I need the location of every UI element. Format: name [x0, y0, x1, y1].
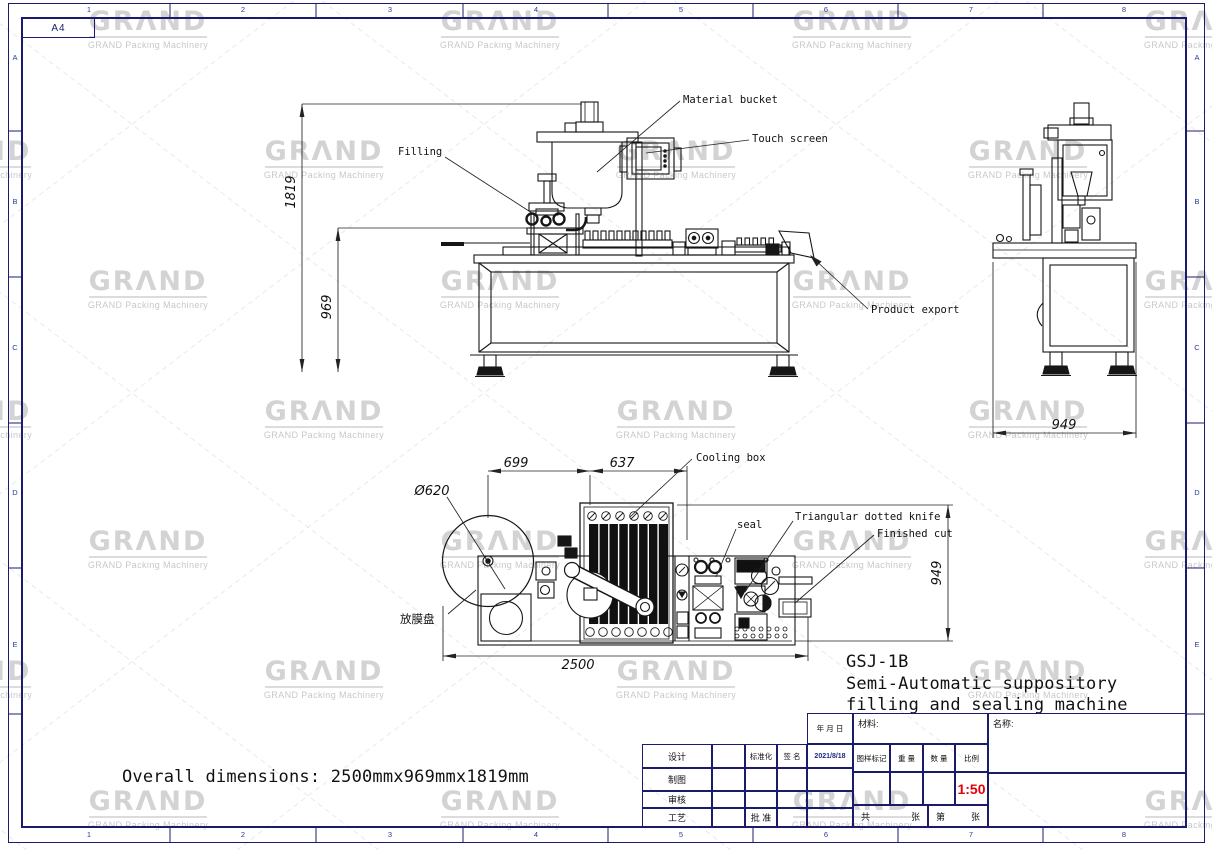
label-knife: Triangular dotted knife: [795, 511, 940, 523]
machine-model: GSJ-1B: [846, 652, 909, 672]
tb-scale-value: 1:50: [955, 772, 988, 805]
tb-drawing-mark-label: 图样标记: [853, 744, 890, 772]
tb-material-label: 材料:: [853, 713, 988, 744]
side-view: [992, 102, 1137, 377]
dim-969: 969: [320, 295, 335, 320]
zone-row-D: D: [12, 488, 18, 497]
zone-column-4: 4: [533, 5, 539, 14]
film-disc: [441, 514, 535, 608]
label-filling: Filling: [398, 146, 442, 158]
dim-disc-diameter: Ø620: [413, 484, 449, 499]
zone-row-C: C: [12, 343, 18, 352]
zone-row-B: B: [1194, 197, 1200, 206]
tb-name-label: 名称:: [988, 713, 1186, 773]
label-touch-screen: Touch screen: [752, 133, 828, 145]
dimension-lines: [299, 100, 1137, 661]
zone-column-1: 1: [86, 830, 92, 839]
label-product-export: Product export: [871, 304, 960, 316]
annotation-texts: Filling Material bucket Touch screen Pro…: [398, 94, 960, 626]
dim-949-top: 949: [930, 561, 945, 586]
label-material-bucket: Material bucket: [683, 94, 778, 106]
zone-column-2: 2: [240, 5, 246, 14]
zone-column-8: 8: [1121, 5, 1127, 14]
zone-row-B: B: [12, 197, 18, 206]
tb-date-header: 年 月 日: [807, 713, 853, 744]
tb-review-label: 审核: [642, 791, 712, 808]
tb-cell-blank: [712, 744, 745, 768]
zone-column-1: 1: [86, 5, 92, 14]
tb-date-value: 2021/8/18: [807, 744, 853, 768]
zone-column-7: 7: [968, 5, 974, 14]
zone-row-C: C: [1194, 343, 1200, 352]
zone-column-2: 2: [240, 830, 246, 839]
zone-row-A: A: [12, 53, 18, 62]
machine-title-line1: Semi-Automatic suppository: [846, 673, 1118, 694]
tb-design-label: 设计: [642, 744, 712, 768]
front-view: [441, 101, 815, 378]
zone-column-6: 6: [823, 830, 829, 839]
label-cooling-box: Cooling box: [696, 452, 766, 464]
tb-process-label: 工艺: [642, 808, 712, 827]
label-film-disc: 放膜盘: [400, 612, 435, 626]
top-view: [441, 502, 813, 646]
dim-1819: 1819: [284, 175, 299, 208]
tb-sheet-number: 第张: [928, 805, 988, 827]
conveyor-teeth: [584, 230, 671, 241]
label-seal: seal: [737, 519, 762, 531]
tb-standardization-label: 标准化: [745, 744, 777, 768]
machine-title-line2: filling and sealing machine: [846, 695, 1128, 715]
format-label: A4: [22, 18, 95, 38]
overall-dimensions-note: Overall dimensions: 2500mmx969mmx1819mm: [122, 767, 529, 787]
zone-row-E: E: [1194, 640, 1200, 649]
zone-column-3: 3: [387, 830, 393, 839]
dim-637: 637: [610, 456, 636, 471]
zone-column-6: 6: [823, 5, 829, 14]
zone-column-3: 3: [387, 5, 393, 14]
seal-station: [674, 556, 813, 641]
knife-marker: [734, 586, 748, 600]
tb-approve-label: 批 准: [745, 808, 777, 827]
zone-column-5: 5: [678, 5, 684, 14]
dim-699: 699: [504, 456, 529, 471]
tb-draft-label: 制图: [642, 768, 712, 791]
machine-title: GSJ-1B Semi-Automatic suppository fillin…: [846, 652, 1128, 717]
zone-column-7: 7: [968, 830, 974, 839]
zone-column-8: 8: [1121, 830, 1127, 839]
zone-row-D: D: [1194, 488, 1200, 497]
sheet-border: [8, 3, 1205, 843]
tb-total-sheets: 共张: [853, 805, 928, 827]
zone-row-A: A: [1194, 53, 1200, 62]
zone-column-5: 5: [678, 830, 684, 839]
tb-weight-label: 重 量: [890, 744, 923, 772]
tb-scale-label: 比例: [955, 744, 988, 772]
label-finished-cut: Finished cut: [877, 528, 953, 540]
tb-signature-label: 签 名: [777, 744, 807, 768]
dim-2500: 2500: [561, 658, 594, 673]
tb-quantity-label: 数 量: [923, 744, 955, 772]
transfer-arm: [563, 561, 655, 619]
dimension-texts: 1819 969 949 699 637 949 2500 Ø620: [284, 175, 1076, 673]
zone-column-4: 4: [533, 830, 539, 839]
zone-row-E: E: [12, 640, 18, 649]
dim-949-side: 949: [1052, 418, 1077, 433]
